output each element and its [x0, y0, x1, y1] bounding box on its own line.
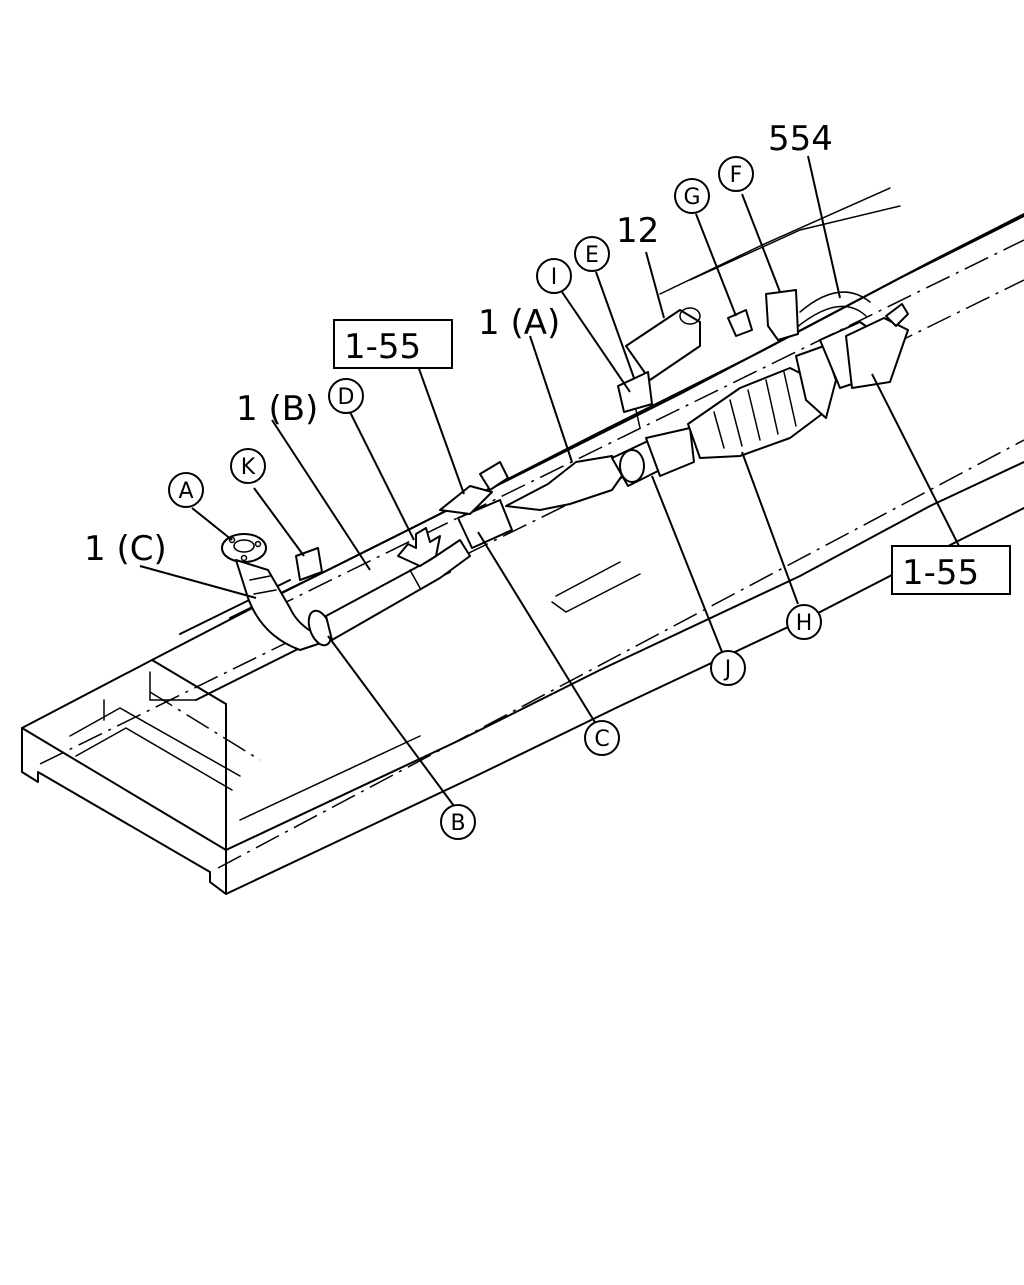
ref-box-top — [333, 319, 453, 369]
exhaust-pipe-assembly — [221, 289, 909, 651]
callout-a: A — [168, 472, 204, 508]
svg-text:E: E — [585, 243, 599, 268]
callouts: A K D I E G F H — [168, 156, 822, 840]
svg-text:G: G — [683, 185, 700, 210]
ref-box-right — [891, 545, 1011, 595]
callout-d: D — [328, 378, 364, 414]
svg-text:C: C — [594, 727, 609, 752]
reference-boxes: 1-55 1-55 — [333, 319, 1011, 595]
leader-lines — [139, 155, 961, 807]
ref-box-right-label: 1-55 — [902, 553, 979, 593]
callout-g: G — [674, 178, 710, 214]
svg-text:A: A — [178, 479, 193, 504]
svg-text:I: I — [551, 265, 558, 290]
label-1c: 1 (C) — [84, 529, 167, 569]
callout-j: J — [710, 650, 746, 686]
svg-text:D: D — [338, 385, 355, 410]
callout-k: K — [230, 448, 266, 484]
callout-e: E — [574, 236, 610, 272]
callout-b: B — [440, 804, 476, 840]
callout-i: I — [536, 258, 572, 294]
svg-text:H: H — [796, 611, 813, 636]
svg-text:B: B — [450, 811, 465, 836]
label-1a: 1 (A) — [478, 303, 560, 343]
label-554: 554 — [768, 119, 833, 159]
callout-h: H — [786, 604, 822, 640]
callout-c: C — [584, 720, 620, 756]
svg-text:F: F — [730, 163, 743, 188]
label-12: 12 — [616, 211, 659, 251]
label-1b: 1 (B) — [236, 389, 318, 429]
svg-text:J: J — [723, 657, 732, 682]
part-number-labels: 554 12 1 (A) 1 (B) 1 (C) — [84, 119, 833, 569]
ref-box-top-label: 1-55 — [344, 327, 421, 367]
callout-f: F — [718, 156, 754, 192]
vehicle-frame — [21, 187, 1024, 895]
svg-text:K: K — [241, 455, 256, 480]
